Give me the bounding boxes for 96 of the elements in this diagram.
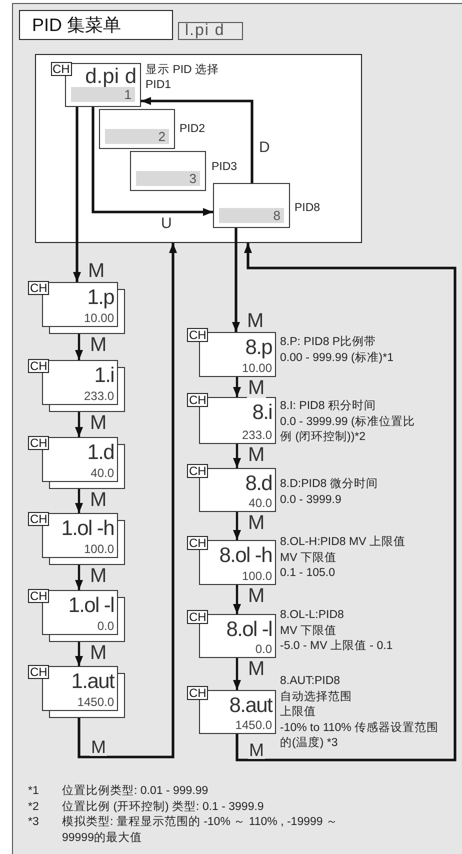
footnote-mark: *1 [28,784,40,799]
display-value: 1450.0 [77,696,114,709]
arrow [75,334,83,360]
display-code-box: l.pi d [178,22,243,40]
display-code: 8.ol -h [219,545,272,566]
arrow [233,658,241,690]
description-text: MV 下限值 [280,624,336,638]
display-code: 1.i [94,365,114,386]
description-text: 0.1 - 105.0 [280,566,335,581]
display-value: 0.0 [255,643,272,656]
display-value: 10.00 [242,362,272,375]
display-value: 1450.0 [235,719,272,732]
arrow [73,107,81,282]
channel-tag: CH [187,464,208,478]
arrow [92,107,213,216]
arrow [233,444,241,468]
display-code: 1.ol -l [68,595,114,616]
description-text: 0.0 - 3999.9 [280,492,342,508]
display-code: 1.p [87,287,114,308]
arrow [233,585,241,614]
channel-tag: CH [28,665,50,679]
description-text: PID2 [180,122,206,136]
description-text: 8.D:PID8 微分时间 [280,477,378,492]
display-code: 1.d [87,442,114,463]
channel-tag: CH [28,281,50,295]
arrow [232,228,240,332]
display-code: 1.aut [71,671,114,692]
display-code: 8.aut [229,695,272,716]
display-value: 233.0 [242,429,272,442]
display-code: 8.i [252,402,272,423]
display-code: 8.ol -l [226,619,272,640]
arrow [236,243,456,762]
footnote-text: 位置比例类型: 0.01 - 999.99 [62,784,210,799]
footnote-mark: *2 [28,800,40,814]
display-code: d.pi d [85,66,136,86]
edge-label: U [160,216,173,231]
arrow [78,243,177,758]
description-text: 显示 PID 选择 [146,62,220,78]
channel-tag: CH [187,610,208,624]
display-value: 100.0 [84,543,114,556]
channel-tag: CH [28,436,50,450]
channel-tag: CH [28,359,50,373]
description-text: MV 下限值 [280,550,336,566]
description-text: 0.00 - 999.99 (标准)*1 [280,350,394,366]
description-text: -10% to 110% 传感器设置范围的(温度) *3 [280,720,440,751]
channel-tag: CH [187,393,208,407]
selection-bar: 3 [136,170,200,186]
display-code: 1.ol -h [61,518,114,539]
arrow [233,377,241,397]
display-value: 10.00 [84,312,114,325]
selection-bar: 1 [70,86,134,102]
display-value: 40.0 [90,467,114,480]
selection-bar: 2 [104,128,168,144]
description-text: 自动选择范围 [280,690,352,704]
description-text: 8.OL-L:PID8 [280,608,344,623]
edge-label: D [258,140,271,155]
display-value: 100.0 [242,570,272,583]
description-text: -5.0 - MV 上限值 - 0.1 [280,639,393,654]
arrow [75,412,83,437]
description-text: 8.AUT:PID8 [280,674,340,689]
description-text: 8.OL-H:PID8 MV 上限值 [280,535,406,550]
footnote-text: 位置比例 (开环控制) 类型: 0.1 - 3999.9 [62,800,265,814]
arrow [141,97,254,183]
display-code: 8.d [245,473,272,494]
display-value: 0.0 [97,620,114,633]
channel-tag: CH [50,62,72,76]
pid-display [98,108,174,148]
pid-display [212,182,290,228]
description-text: 上限值 [280,705,316,720]
selection-bar: 8 [218,208,284,222]
description-text: 8.P: PID8 P比例带 [280,335,376,350]
arrow [75,565,83,590]
footnote-text: 模拟类型: 量程显示范围的 -10% ～ 110% , -19999 ～ 99999的最大值 [62,815,339,846]
selection-panel [35,54,362,243]
menu-title: PID 集菜单 [19,10,173,40]
footnote-mark: *3 [28,815,40,830]
pid-display [130,150,206,190]
arrow [233,512,241,540]
channel-tag: CH [187,328,208,342]
edge-label: M [248,741,265,759]
channel-tag: CH [28,512,50,526]
display-value: 40.0 [248,497,272,510]
channel-tag: CH [28,589,50,603]
display-code: 8.p [245,337,272,358]
edge-label: M [90,738,107,756]
description-text: PID8 [294,200,320,216]
display-value: 233.0 [84,390,114,403]
description-text: PID1 [146,78,172,93]
description-text: 8.I: PID8 积分时间 [280,399,376,414]
arrow [75,642,83,666]
channel-tag: CH [187,536,208,550]
channel-tag: CH [187,686,208,700]
arrow [75,489,83,513]
edge-label: M [247,378,266,398]
description-text: PID3 [212,160,238,174]
description-text: 0.0 - 3999.99 (标准位置比例 (闭环控制))*2 [280,414,416,445]
